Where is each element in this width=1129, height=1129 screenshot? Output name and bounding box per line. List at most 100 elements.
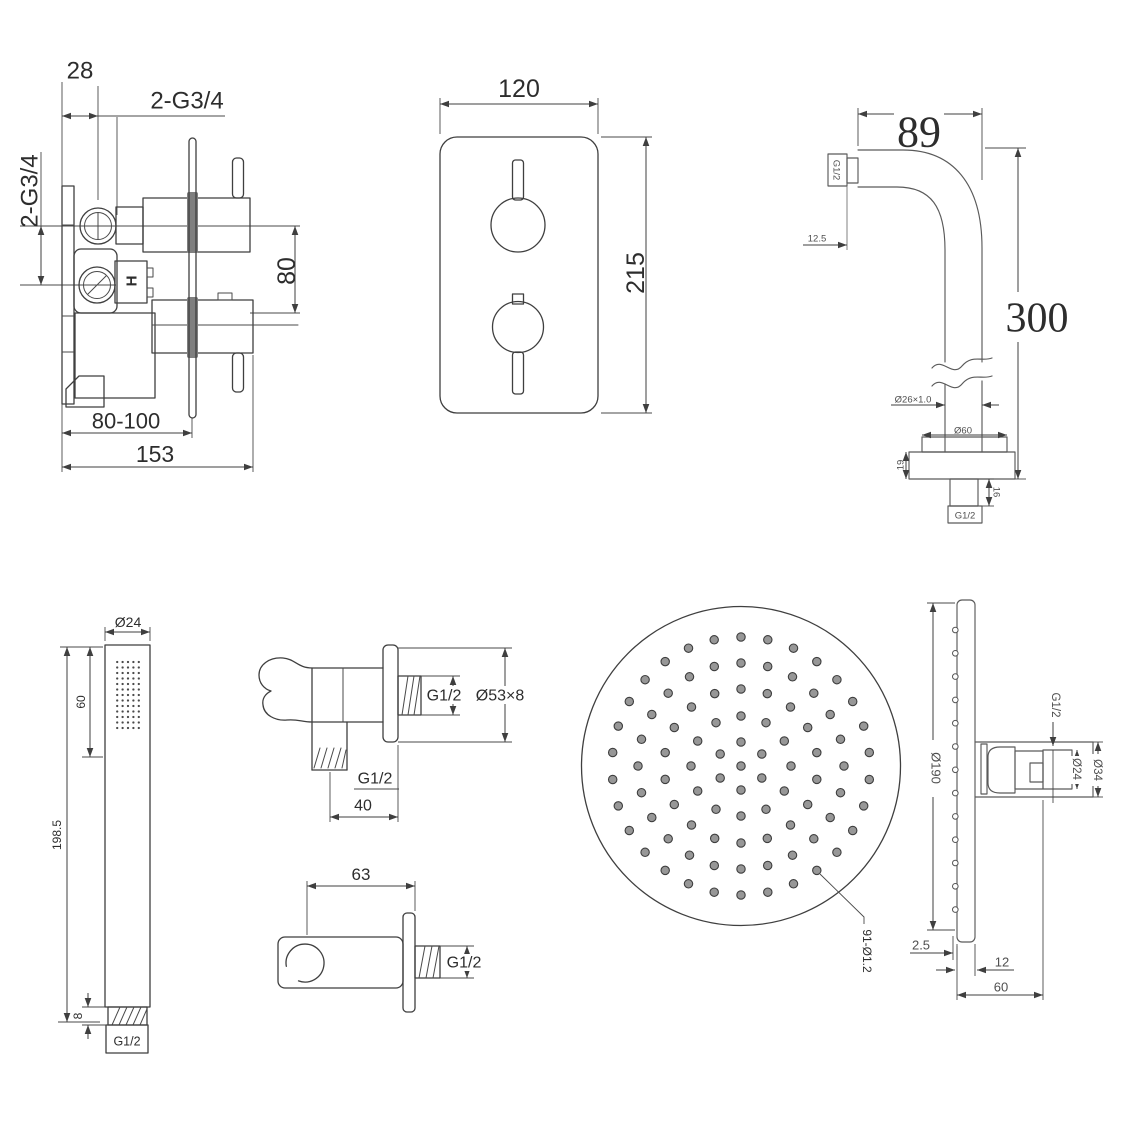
nozzle-bump — [952, 696, 959, 704]
nozzle-hole — [736, 761, 746, 771]
spray-hole — [132, 710, 135, 713]
nozzle-hole — [709, 635, 719, 645]
spray-hole — [116, 682, 119, 686]
spray-hole — [121, 693, 124, 697]
arm-dim-12-5-label: 12.5 — [808, 233, 827, 244]
outlet-dim-40-label: 40 — [354, 798, 372, 815]
nozzle-hole — [839, 761, 849, 771]
spray-hole — [137, 688, 140, 691]
valve-inlet-left-label: 2-G3/4 — [16, 154, 43, 227]
nozzle-hole — [607, 774, 618, 785]
nozzle-hole — [636, 787, 647, 798]
hand-shower-body — [104, 644, 151, 1008]
nozzle-hole — [809, 688, 819, 698]
nozzle-hole — [607, 747, 618, 758]
nozzle-hole — [762, 688, 773, 699]
valve-upper-stem — [231, 157, 245, 199]
spray-hole — [137, 671, 140, 675]
spray-hole — [132, 715, 135, 719]
head-disc — [956, 599, 976, 943]
valve-inlet-top-label: 2-G3/4 — [150, 87, 223, 114]
nozzle-hole — [660, 774, 670, 785]
spray-hole — [137, 666, 140, 669]
nozzle-hole — [686, 702, 697, 712]
spray-hole — [137, 704, 140, 708]
nozzle-hole — [636, 734, 647, 745]
nozzle-hole — [686, 761, 696, 771]
spray-hole — [116, 710, 119, 713]
spray-hole — [121, 666, 124, 669]
nozzle-hole — [692, 736, 703, 746]
outlet-wall-thread — [397, 675, 422, 716]
valve-dim-80-label: 80 — [273, 257, 301, 285]
nozzle-hole — [709, 833, 720, 844]
hand-shower-spray-length-label: 60 — [74, 695, 88, 709]
hand-shower-thread-label: G1/2 — [113, 1034, 140, 1048]
nozzle-hole — [809, 834, 819, 844]
spray-hole — [121, 699, 124, 702]
spray-hole — [137, 682, 140, 686]
arm-outlet-fitting — [949, 478, 979, 507]
outlet-plate-spec-label: Ø53×8 — [476, 688, 525, 705]
nozzle-hole — [709, 661, 720, 672]
nozzle-leader-line — [819, 873, 865, 924]
nozzle-bump — [952, 789, 959, 797]
nozzle-bump — [952, 906, 959, 913]
nozzle-hole — [715, 749, 725, 759]
outlet-hose-thread-label: G1/2 — [358, 771, 393, 788]
nozzle-bump — [952, 650, 959, 657]
spray-hole — [126, 710, 130, 713]
hand-shower-spray-grid — [116, 660, 140, 730]
arm-dim-300-label: 300 — [1006, 296, 1069, 342]
spray-hole — [132, 682, 135, 686]
shower-head-face-view: 91-Ø1.2 — [580, 605, 902, 973]
spray-hole — [137, 710, 140, 713]
spray-hole — [132, 721, 135, 724]
nozzle-hole — [785, 702, 796, 712]
arm-flange-diameter-label: Ø60 — [954, 425, 972, 436]
nozzle-hole — [788, 643, 799, 653]
nozzle-spec-label: 91-Ø1.2 — [860, 929, 874, 973]
nozzle-hole — [647, 709, 657, 720]
nozzle-hole — [736, 785, 746, 795]
spray-hole — [137, 677, 140, 680]
nozzle-hole — [684, 672, 695, 682]
nozzle-hole — [736, 658, 746, 668]
nozzle-hole — [832, 847, 842, 858]
spray-hole — [126, 715, 130, 719]
spray-hole — [132, 660, 135, 664]
hand-shower-thread-length-label: 8 — [71, 1012, 85, 1019]
nozzle-hole — [663, 834, 673, 844]
nozzle-hole — [660, 747, 670, 758]
nozzle-hole — [812, 656, 822, 667]
hand-shower-total-length-label: 198.5 — [50, 820, 64, 850]
spray-hole — [116, 721, 119, 724]
nozzle-hole — [736, 890, 746, 900]
spray-hole — [137, 699, 140, 702]
spray-hole — [126, 688, 130, 691]
outlet-top-thread-label: G1/2 — [447, 955, 482, 972]
nozzle-hole — [663, 688, 673, 698]
faceplate-bottom-knob — [491, 300, 545, 354]
nozzle-hole — [762, 833, 773, 844]
outlet-holder-knob — [258, 657, 313, 723]
faceplate-top-lever — [511, 159, 525, 201]
nozzle-hole — [757, 749, 767, 759]
nozzle-hole — [761, 717, 771, 728]
spray-hole — [121, 721, 124, 724]
spray-hole — [126, 721, 130, 724]
nozzle-hole — [692, 786, 703, 796]
outlet-holder-bracket — [277, 936, 404, 989]
faceplate-top-knob — [490, 197, 546, 253]
spray-hole — [121, 682, 124, 686]
nozzle-bump — [952, 859, 959, 867]
hand-shower-diameter-label: Ø24 — [115, 614, 142, 630]
spray-hole — [121, 710, 124, 713]
nozzle-hole — [736, 684, 746, 694]
nozzle-bump — [952, 673, 959, 680]
nozzle-hole — [624, 825, 635, 836]
nozzle-hole — [736, 811, 746, 821]
spray-hole — [132, 666, 135, 669]
nozzle-hole — [669, 799, 680, 810]
spray-hole — [126, 726, 130, 730]
